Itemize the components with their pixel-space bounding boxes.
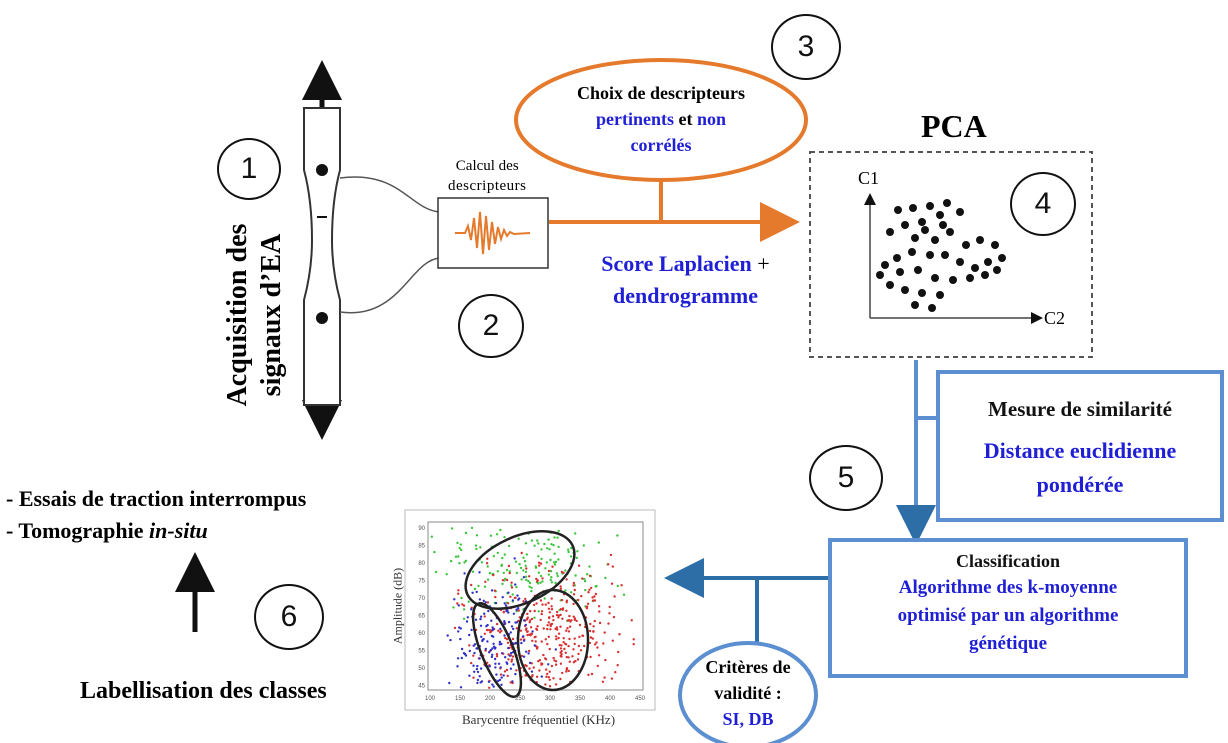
scatter-xtick: 200 [485, 696, 496, 702]
step-4-badge: 4 [1010, 172, 1076, 236]
step-3-badge: 3 [771, 14, 841, 80]
acquisition-label: Acquisition des signaux d’EA [222, 223, 287, 407]
scatter-ytick: 90 [418, 526, 425, 532]
scatter-xlabel: Barycentre fréquentiel (KHz) [462, 712, 616, 727]
scatter-ytick: 85 [418, 544, 425, 550]
similarite-box: Mesure de similarité Distance euclidienn… [936, 370, 1224, 522]
scatter-xtick: 100 [425, 696, 436, 702]
step-2-badge: 2 [458, 294, 524, 358]
scatter-xtick: 350 [575, 696, 586, 702]
scatter-xtick: 300 [545, 696, 556, 702]
essais-label: - Essais de traction interrompus - Tomog… [6, 486, 307, 543]
waveform-box [437, 197, 549, 269]
scatter-xtick: 400 [605, 696, 616, 702]
step-1-badge: 1 [217, 138, 281, 200]
specimen [302, 60, 441, 440]
scatter-ytick: 80 [418, 561, 425, 567]
choix-label: Choix de descripteurs pertinents et non … [577, 83, 745, 155]
criteres-label: Critères de validité : SI, DB [705, 657, 791, 729]
scatter-ytick: 65 [418, 614, 425, 620]
scatter-xtick: 250 [515, 696, 526, 702]
classification-box: Classification Algorithme des k-moyenne … [828, 538, 1188, 678]
criteres-ellipse [678, 641, 818, 743]
scatter-ytick: 75 [418, 579, 425, 585]
scatter-plot: 100 150 200 250 300 350 400 450 90 85 80 75 70 65 60 55… [404, 509, 656, 711]
score-label: Score Laplacien + dendrogramme [601, 251, 770, 308]
scatter-xtick: 450 [635, 696, 646, 702]
choix-ellipse [514, 58, 808, 182]
step-5-badge: 5 [809, 445, 883, 511]
pca-axis-y-label: C1 [858, 168, 880, 188]
scatter-ytick: 55 [418, 649, 425, 655]
calcul-label: Calcul des descripteurs [448, 158, 527, 194]
scatter-ytick: 60 [418, 631, 425, 637]
step-6-badge: 6 [254, 584, 324, 650]
scatter-ytick: 45 [418, 684, 425, 690]
labellisation-label: Labellisation des classes [80, 678, 327, 704]
scatter-xtick: 150 [455, 696, 466, 702]
scatter-ylabel: Amplitude (dB) [390, 567, 405, 645]
scatter-ytick: 50 [418, 666, 425, 672]
pca-axis-x-label: C2 [1044, 308, 1066, 328]
pca-title: PCA [921, 108, 987, 144]
scatter-ytick: 70 [418, 596, 425, 602]
